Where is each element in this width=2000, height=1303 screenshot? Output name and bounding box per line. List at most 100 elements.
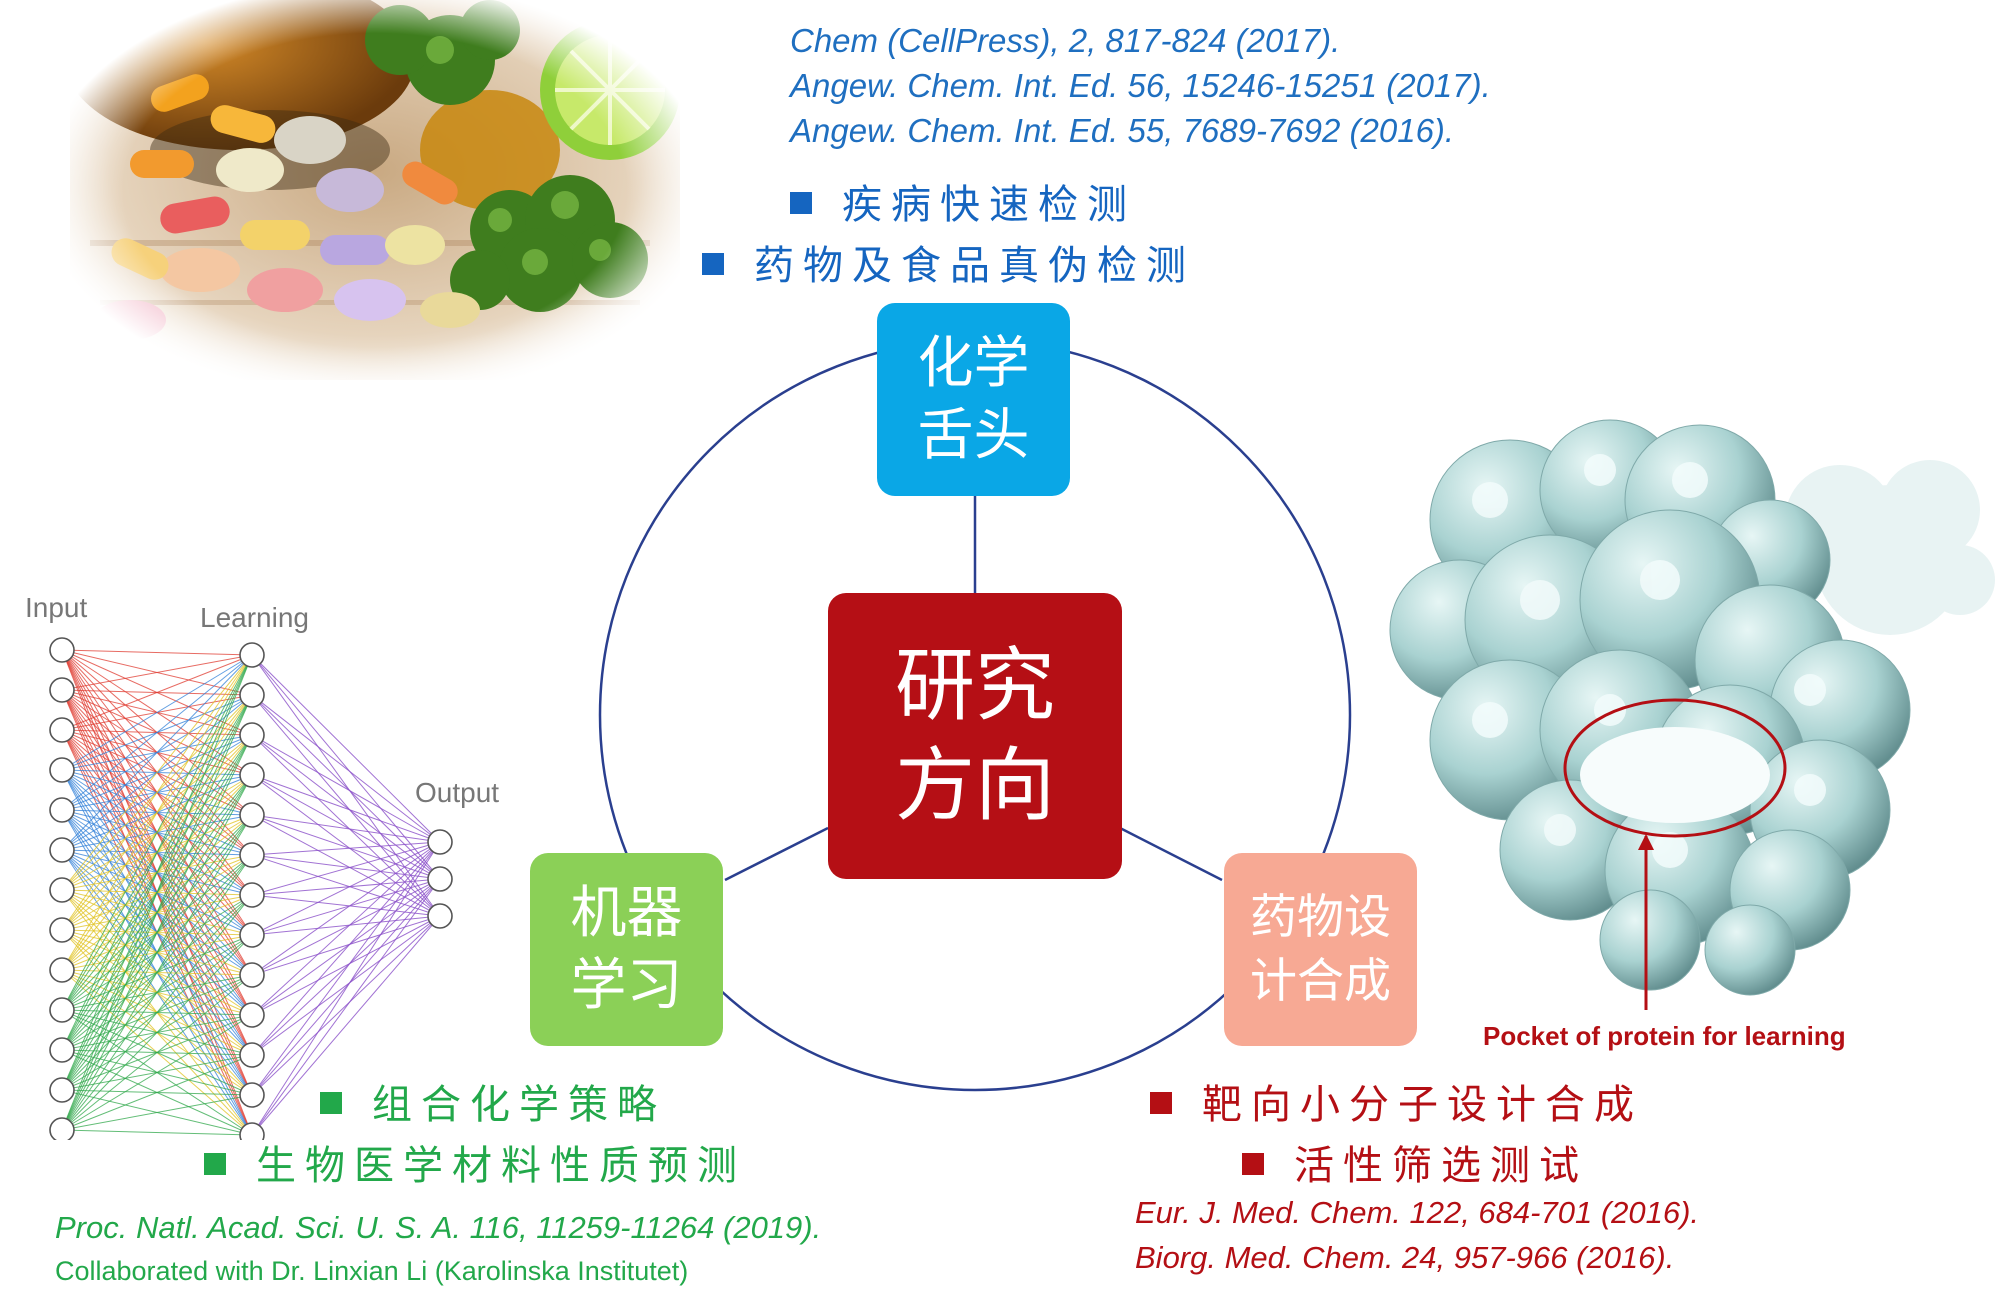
top-bullet-2: 药物及食品真伪检测 (702, 233, 1195, 291)
right-bullet-2: 活性筛选测试 (1242, 1133, 1588, 1191)
nn-edge (61, 654, 253, 1051)
nn-edge (61, 734, 253, 1131)
neural-network-diagram (49, 637, 453, 1140)
nn-edge (61, 654, 253, 1131)
nn-hidden-node (239, 962, 265, 988)
protein-surface-illustration (1389, 419, 1995, 1010)
left-bullet-2-text: 生物医学材料性质预测 (256, 1143, 746, 1189)
nn-input-node (49, 957, 75, 983)
nn-edge (251, 878, 441, 976)
nn-edge (251, 654, 441, 843)
nn-input-node (49, 637, 75, 663)
nn-hidden-node (239, 762, 265, 788)
nn-input-node (49, 1077, 75, 1103)
drug-box-line1: 药物设 (1250, 889, 1391, 945)
nn-input-label: Input (25, 592, 88, 623)
nn-hidden-node (239, 1042, 265, 1068)
nn-edge (251, 814, 441, 880)
nn-edge (251, 694, 441, 917)
nn-edge (61, 1129, 253, 1136)
nn-edge (251, 878, 441, 1136)
left-bullet-1-text: 组合化学策略 (372, 1082, 666, 1128)
nn-edge (61, 654, 253, 1011)
nn-input-node (49, 677, 75, 703)
nn-edge (251, 841, 441, 976)
nn-edge (251, 915, 441, 1096)
nn-edge (251, 654, 441, 880)
nn-edge (61, 654, 253, 771)
nn-hidden-node (239, 642, 265, 668)
nn-edge (251, 694, 441, 843)
nn-hidden-node (239, 922, 265, 948)
connector-left (724, 826, 829, 882)
nn-edge (251, 654, 441, 917)
nn-edge (251, 814, 441, 843)
nn-output-node (427, 866, 453, 892)
nn-edge (61, 694, 253, 1131)
nn-edge (251, 734, 441, 917)
nn-input-node (49, 877, 75, 903)
nn-edge (61, 654, 253, 691)
center-box-research-direction: 研究 方向 (828, 593, 1122, 879)
ml-box-line1: 机器 (570, 880, 683, 946)
nn-edge (61, 814, 253, 1131)
nn-edge (251, 894, 441, 917)
nn-hidden-node (239, 1122, 265, 1140)
nn-edge (251, 878, 441, 1016)
nn-hidden-node (239, 802, 265, 828)
nn-output-node (427, 903, 453, 929)
top-ref-1: Chem (CellPress), 2, 817-824 (2017). (790, 22, 1341, 59)
nn-edge (61, 654, 253, 971)
protein-pocket-caption: Pocket of protein for learning (1483, 1021, 1846, 1051)
nn-edge (61, 974, 253, 1131)
nn-edge (251, 915, 441, 1056)
top-bullet-1: 疾病快速检测 (790, 172, 1136, 230)
nn-edge (61, 654, 253, 731)
nn-output-node (427, 829, 453, 855)
chem-box-line2: 舌头 (917, 402, 1030, 468)
nn-edge (61, 1094, 253, 1131)
left-ref-2: Collaborated with Dr. Linxian Li (Karoli… (55, 1256, 689, 1286)
right-bullet-1: 靶向小分子设计合成 (1150, 1072, 1643, 1130)
nn-hidden-node (239, 1002, 265, 1028)
nn-edge (251, 841, 441, 1016)
nn-edge (251, 841, 441, 936)
nn-edge (251, 734, 441, 880)
nn-input-node (49, 1037, 75, 1063)
square-bullet-icon (1242, 1153, 1264, 1175)
left-ref-1: Proc. Natl. Acad. Sci. U. S. A. 116, 112… (55, 1210, 822, 1245)
nn-edge (251, 878, 441, 896)
nn-hidden-node (239, 842, 265, 868)
center-box-line1: 研究 (895, 639, 1055, 732)
nn-edge (251, 878, 441, 936)
pills-and-vegetables-photo (70, 0, 680, 380)
right-bullet-2-text: 活性筛选测试 (1294, 1143, 1588, 1189)
nn-hidden-node (239, 722, 265, 748)
nn-edge (251, 915, 441, 1136)
connector-right (1119, 826, 1223, 882)
nn-edge (251, 841, 441, 856)
right-bullet-1-text: 靶向小分子设计合成 (1202, 1082, 1643, 1128)
nn-edge (251, 841, 441, 1096)
nn-edge (61, 774, 253, 1131)
left-bullet-2: 生物医学材料性质预测 (204, 1133, 746, 1191)
nn-edge (251, 878, 441, 1096)
nn-input-node (49, 717, 75, 743)
nn-input-node (49, 997, 75, 1023)
ml-box-line2: 学习 (570, 952, 683, 1018)
nn-input-node (49, 757, 75, 783)
nn-hidden-node (239, 682, 265, 708)
node-chemical-tongue: 化学 舌头 (877, 303, 1070, 496)
nn-edge (251, 915, 441, 976)
nn-edge (61, 654, 253, 1091)
drug-box-line2: 计合成 (1250, 953, 1391, 1009)
left-bullet-1: 组合化学策略 (320, 1072, 666, 1130)
nn-edge (251, 694, 441, 880)
nn-edge (251, 915, 441, 936)
nn-edge (61, 654, 253, 891)
nn-edge (251, 841, 441, 896)
nn-hidden-node (239, 882, 265, 908)
top-bullet-2-text: 药物及食品真伪检测 (754, 243, 1195, 289)
nn-input-node (49, 797, 75, 823)
nn-edge (61, 654, 253, 811)
